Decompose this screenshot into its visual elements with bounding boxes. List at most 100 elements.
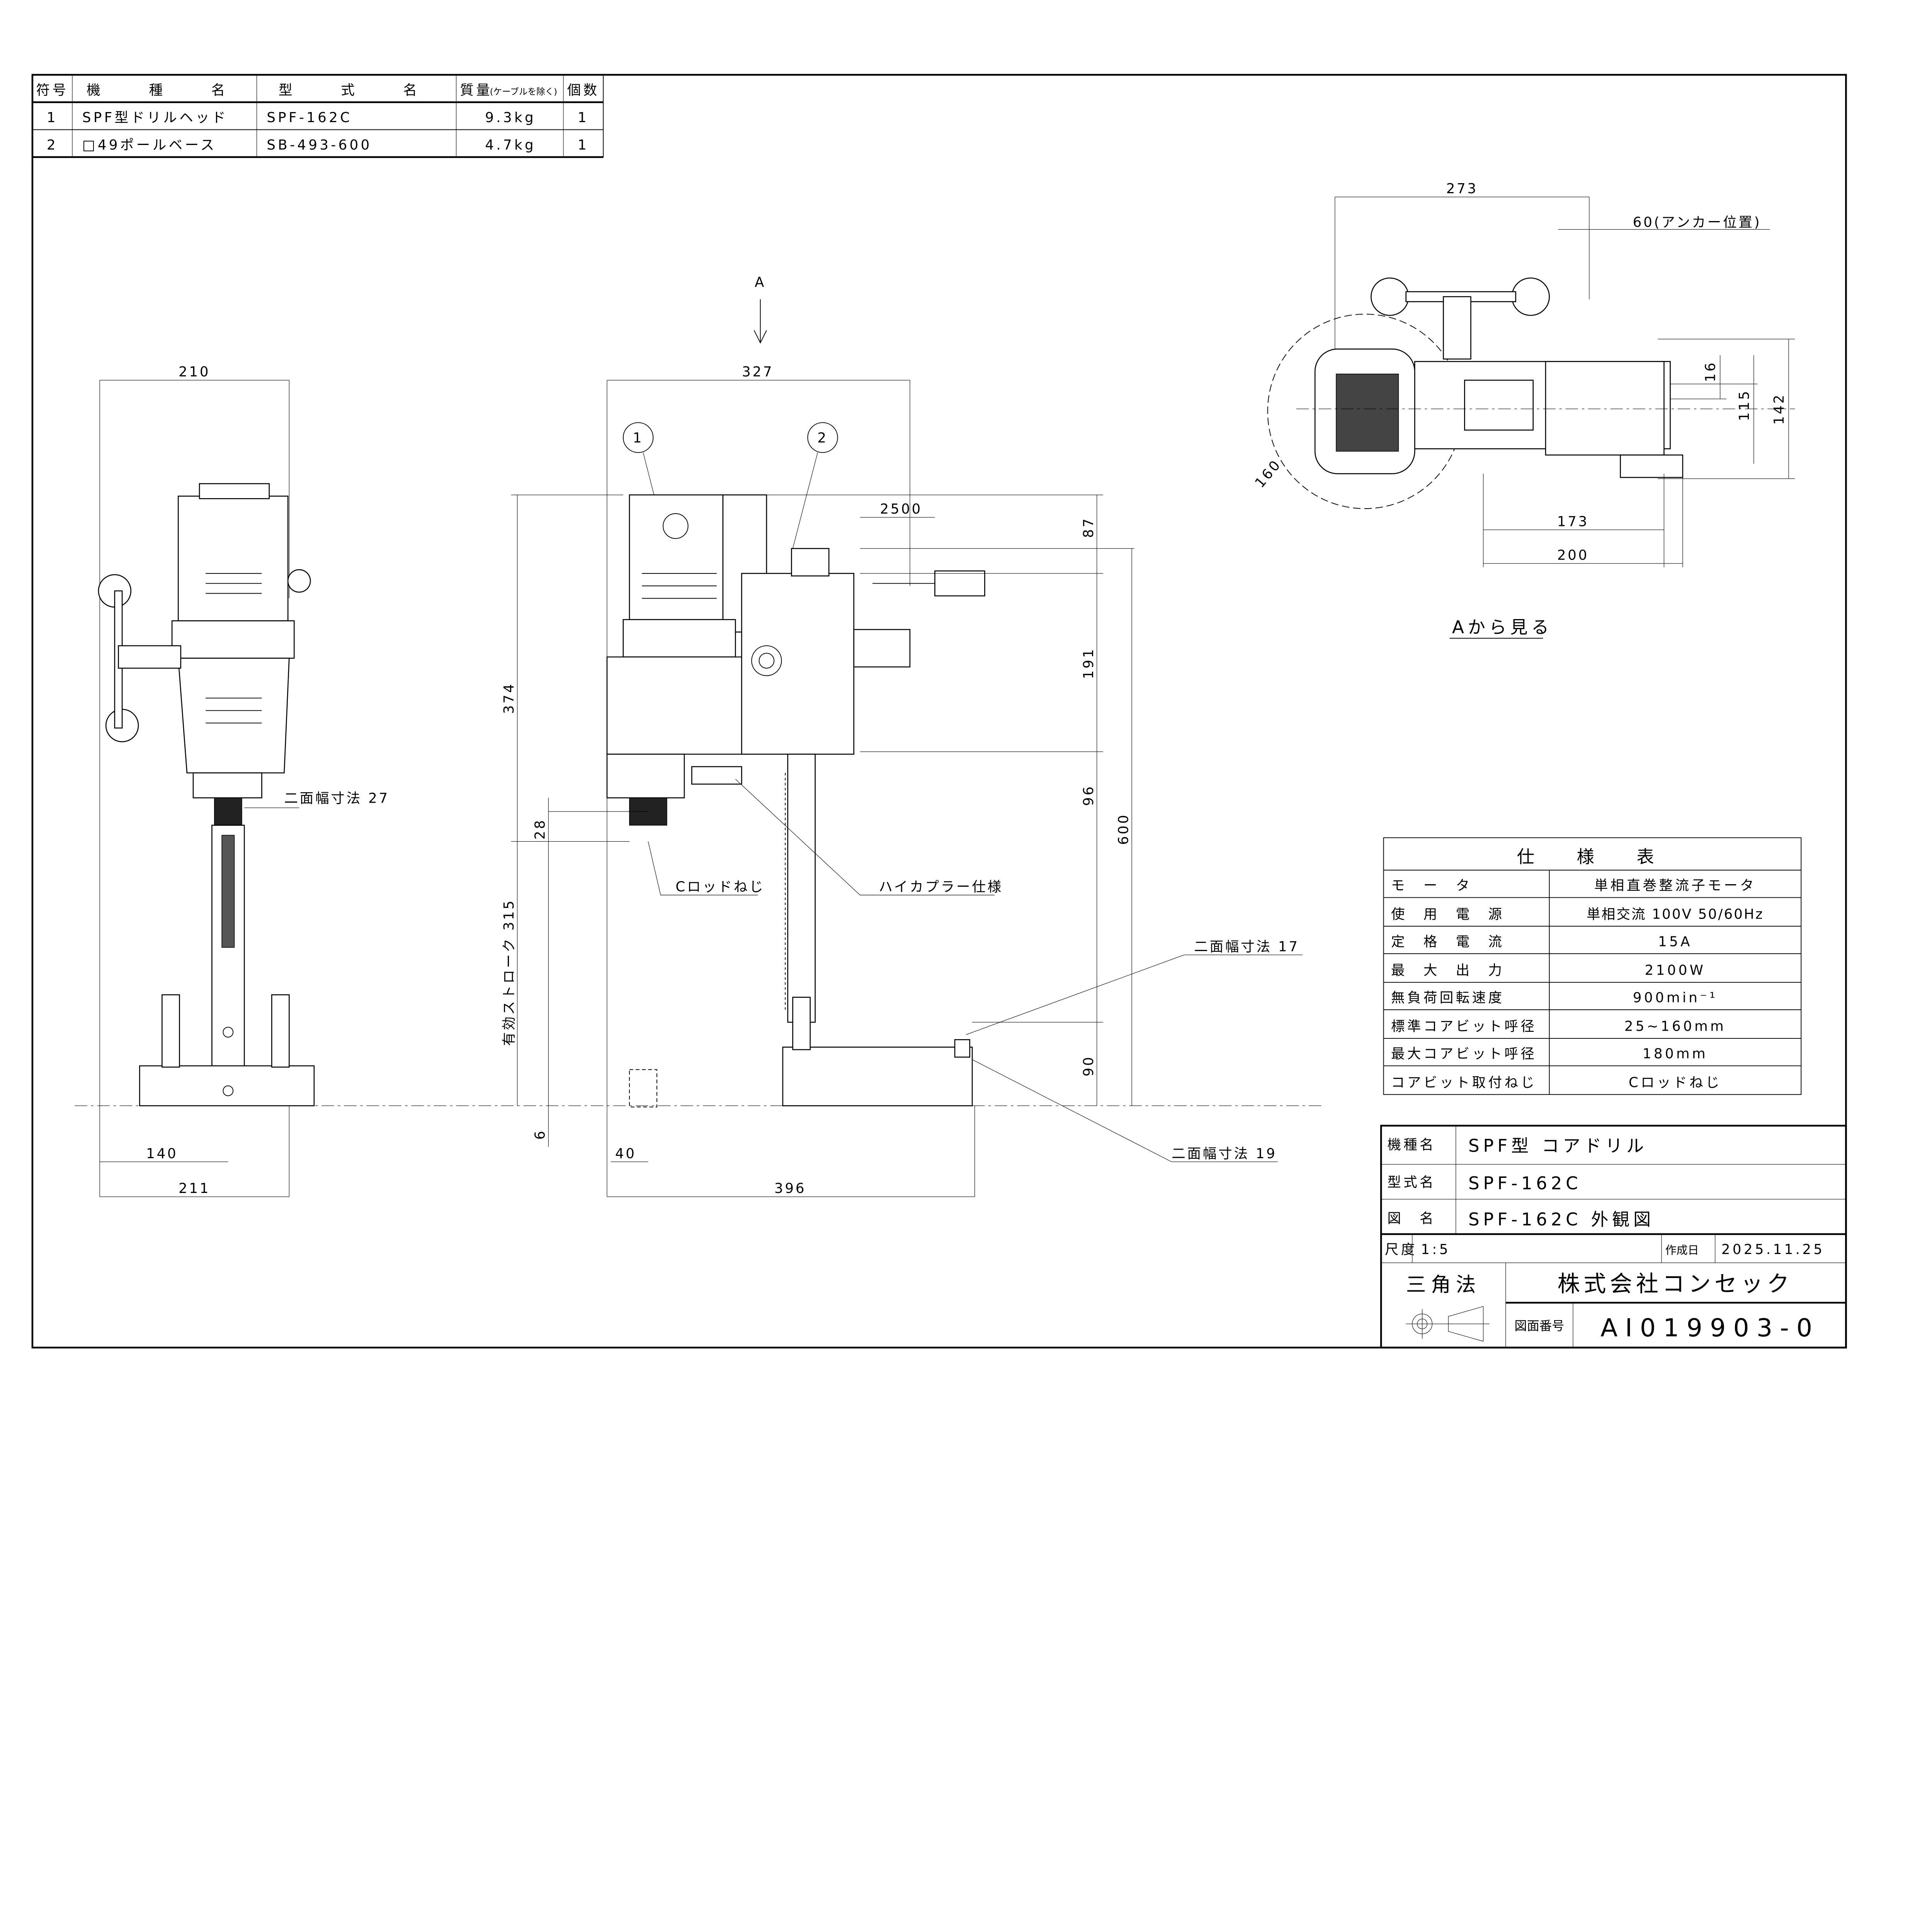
sheet-border	[31, 74, 1847, 1349]
view-marker-a: A	[755, 274, 766, 290]
front-view: 210 二面幅寸法 27 140 211	[98, 364, 389, 1197]
spec-value: 25~160mm	[1624, 1019, 1726, 1035]
spec-label: 使 用 電 源	[1391, 906, 1504, 922]
number-label: 図面番号	[1514, 1319, 1564, 1333]
spec-table: 仕 様 表 モ ー タ 単相直巻整流子モータ 使 用 電 源 単相交流 100V 5…	[1383, 837, 1802, 1095]
side-view: A 327 1 2 374	[501, 274, 1303, 1197]
note-flat-19: 二面幅寸法 19	[1172, 1146, 1277, 1162]
dim-side-327: 327	[742, 364, 774, 380]
third-angle-projection-icon	[1406, 1306, 1490, 1342]
spec-title: 仕 様 表	[1517, 846, 1667, 867]
header-no: 符号	[36, 82, 69, 98]
row-name: □49ポールベース	[82, 137, 217, 153]
spec-value: 180mm	[1643, 1046, 1708, 1062]
dim-top-273: 273	[1446, 181, 1478, 197]
dim-front-211: 211	[179, 1181, 210, 1196]
row-qty: 1	[578, 110, 589, 126]
scale-value: 1:5	[1421, 1242, 1450, 1257]
dim-side-396: 396	[774, 1181, 806, 1196]
dim-top-173: 173	[1557, 514, 1589, 529]
balloon-2-label: 2	[817, 430, 828, 446]
drawing-sheet: 符号 機 種 名 型 式 名 質量 (ケーブルを除く) 個数 1 SPF型ドリル…	[31, 74, 1847, 1349]
note-flat-27: 二面幅寸法 27	[284, 790, 389, 806]
dim-cable-2500: 2500	[880, 501, 922, 517]
dim-side-374: 374	[501, 682, 517, 714]
spec-value: 単相直巻整流子モータ	[1594, 878, 1756, 893]
header-model: 型 式 名	[279, 82, 434, 98]
dim-side-96: 96	[1081, 785, 1097, 806]
balloon-1	[622, 422, 654, 453]
scale-label: 尺度	[1385, 1242, 1417, 1257]
dim-top-16: 16	[1703, 361, 1719, 382]
row-model: SPF-162C	[267, 110, 352, 126]
note-flat-17: 二面幅寸法 17	[1194, 939, 1299, 955]
row-mass: 4.7kg	[485, 137, 536, 153]
date-value: 2025.11.25	[1721, 1242, 1825, 1257]
spec-label: 定 格 電 流	[1391, 934, 1504, 949]
header-mass: 質量	[460, 82, 492, 98]
row-no: 2	[47, 137, 58, 153]
row-mass: 9.3kg	[485, 110, 536, 126]
dim-anchor-60: 60(アンカー位置)	[1633, 214, 1762, 230]
spec-row: モ ー タ 単相直巻整流子モータ	[1391, 878, 1756, 893]
balloon-2	[807, 422, 838, 453]
note-coupler: ハイカプラー仕様	[879, 879, 1003, 895]
table-row: 2 □49ポールベース SB-493-600 4.7kg 1	[47, 137, 589, 153]
dim-top-160: 160	[1252, 456, 1284, 491]
spec-row: 使 用 電 源 単相交流 100V 50/60Hz	[1391, 906, 1764, 922]
top-view: 273 60(アンカー位置) 160 16 115 142 173 200 Aか…	[1252, 181, 1795, 639]
date-label: 作成日	[1665, 1244, 1699, 1257]
row-qty: 1	[578, 137, 589, 153]
type-value: SPF-162C	[1468, 1173, 1582, 1193]
header-mass-note: (ケーブルを除く)	[490, 87, 557, 97]
dim-side-87: 87	[1081, 517, 1097, 538]
row-no: 1	[47, 110, 58, 126]
balloon-1-label: 1	[633, 430, 643, 446]
row-model: SB-493-600	[267, 137, 372, 153]
dim-top-115: 115	[1736, 389, 1752, 421]
projection-label: 三角法	[1406, 1273, 1481, 1297]
spec-label: 標準コアビット呼径	[1391, 1019, 1537, 1035]
spec-row: 最 大 出 力 2100W	[1391, 963, 1706, 978]
drawing-value: SPF-162C 外観図	[1468, 1209, 1655, 1230]
row-name: SPF型ドリルヘッド	[82, 110, 228, 126]
type-label: 型式名	[1387, 1174, 1436, 1190]
spec-value: 900min⁻¹	[1633, 990, 1718, 1006]
spec-row: 定 格 電 流 15A	[1391, 934, 1692, 949]
spec-value: Cロッドねじ	[1629, 1075, 1722, 1091]
spec-row: 無負荷回転速度 900min⁻¹	[1391, 990, 1718, 1006]
spec-row: 最大コアビット呼径 180mm	[1391, 1046, 1708, 1062]
header-qty: 個数	[567, 82, 600, 98]
spec-label: コアビット取付ねじ	[1391, 1075, 1537, 1091]
dim-side-90: 90	[1081, 1055, 1097, 1077]
drawing-label: 図 名	[1387, 1211, 1436, 1227]
view-caption: Aから見る	[1452, 617, 1553, 638]
spec-value: 2100W	[1645, 963, 1706, 978]
note-c-rod: Cロッドねじ	[675, 879, 765, 895]
spec-label: 最 大 出 力	[1391, 963, 1504, 978]
spec-value: 15A	[1658, 934, 1692, 949]
dim-front-140: 140	[146, 1146, 178, 1162]
company-name: 株式会社コンセック	[1558, 1271, 1793, 1297]
dim-side-191: 191	[1081, 647, 1097, 679]
dim-side-stroke: 有効ストローク 315	[501, 899, 517, 1046]
dim-side-600: 600	[1116, 813, 1131, 845]
title-block: 機種名 SPF型 コアドリル 型式名 SPF-162C 図 名 SPF-162C…	[1380, 1125, 1847, 1349]
spec-label: 無負荷回転速度	[1391, 990, 1504, 1006]
parts-table: 符号 機 種 名 型 式 名 質量 (ケーブルを除く) 個数 1 SPF型ドリル…	[32, 74, 604, 158]
model-value: SPF型 コアドリル	[1468, 1136, 1648, 1156]
spec-row: コアビット取付ねじ Cロッドねじ	[1391, 1075, 1722, 1091]
table-row: 1 SPF型ドリルヘッド SPF-162C 9.3kg 1	[47, 110, 589, 126]
spec-row: 標準コアビット呼径 25~160mm	[1391, 1019, 1726, 1035]
spec-label: 最大コアビット呼径	[1391, 1046, 1537, 1062]
dim-top-200: 200	[1557, 547, 1589, 563]
dim-top-142: 142	[1771, 393, 1787, 425]
drawing-number: AI019903-0	[1600, 1314, 1820, 1343]
spec-value: 単相交流 100V 50/60Hz	[1587, 906, 1764, 922]
header-name: 機 種 名	[87, 82, 242, 98]
dim-side-28: 28	[532, 818, 548, 840]
model-label: 機種名	[1387, 1137, 1436, 1153]
dim-side-6: 6	[532, 1129, 548, 1140]
spec-label: モ ー タ	[1391, 878, 1472, 893]
dim-front-210: 210	[179, 364, 210, 380]
